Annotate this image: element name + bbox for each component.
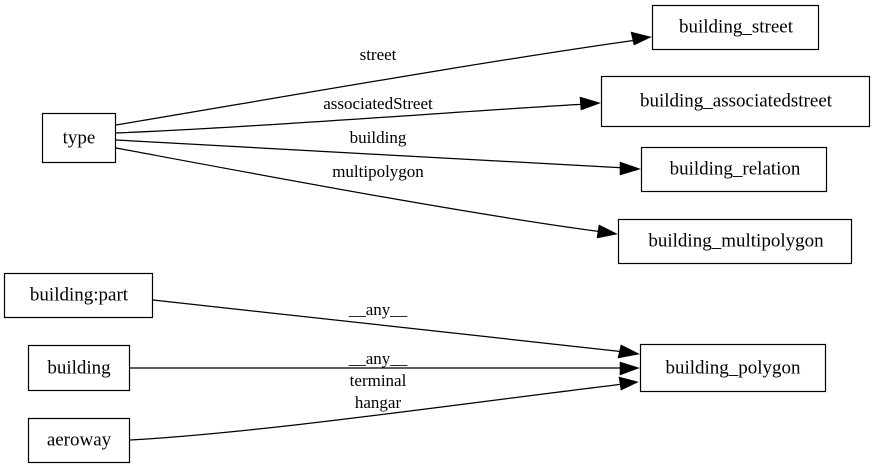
node-layer: type building_street building_associated… (3, 4, 871, 464)
node-aeroway[interactable]: aeroway (27, 417, 131, 464)
node-box (27, 344, 131, 392)
node-label: building:part (30, 284, 129, 305)
arrowhead-icon (619, 161, 641, 176)
node-building-associatedstreet[interactable]: building_associatedstreet (600, 75, 871, 128)
edge-label-multipolygon: multipolygon (332, 162, 424, 181)
node-label: building_polygon (665, 357, 801, 378)
node-building-relation[interactable]: building_relation (640, 146, 828, 193)
edge-type-building_relation[interactable] (115, 139, 641, 176)
node-building-multipolygon[interactable]: building_multipolygon (617, 218, 853, 265)
node-box (651, 4, 820, 51)
node-box (3, 272, 154, 319)
edge-path (115, 139, 627, 169)
node-label: aeroway (47, 429, 112, 450)
node-box (639, 343, 827, 393)
arrowhead-icon (618, 376, 639, 391)
edge-label-street: street (360, 45, 397, 64)
arrowhead-icon (617, 344, 640, 359)
edge-path (129, 383, 625, 441)
edge-path (115, 39, 638, 126)
node-building-polygon[interactable]: building_polygon (639, 343, 827, 393)
edge-layer (115, 31, 652, 441)
node-building[interactable]: building (27, 344, 131, 392)
edge-path (115, 147, 604, 233)
edge-label-any-building: __any__ (348, 349, 408, 368)
edge-type-building_multipolygon[interactable] (115, 147, 618, 239)
node-label: building_associatedstreet (640, 90, 833, 111)
edge-path (152, 299, 626, 353)
node-type[interactable]: type (41, 112, 117, 164)
edge-aeroway-building_polygon[interactable] (129, 376, 639, 441)
node-box (617, 218, 853, 265)
node-box (600, 75, 871, 128)
arrowhead-icon (596, 224, 618, 239)
arrowhead-icon (579, 96, 601, 111)
edge-label-terminal: terminal (350, 371, 407, 390)
edge-path (115, 103, 587, 134)
node-label: building_street (679, 16, 794, 37)
node-box (27, 417, 131, 464)
node-building-part[interactable]: building:part (3, 272, 154, 319)
node-label: building_relation (670, 158, 801, 179)
node-label: building_multipolygon (648, 230, 824, 251)
edge-building_part-building_polygon[interactable] (152, 299, 640, 359)
edge-type-building_street[interactable] (115, 31, 652, 126)
node-box (41, 112, 117, 164)
edge-type-building_associatedstreet[interactable] (115, 96, 601, 134)
edge-building-building_polygon[interactable] (130, 361, 640, 376)
node-label: building (47, 357, 111, 378)
edge-label-layer: street associatedStreet building multipo… (323, 45, 433, 412)
edge-label-any-part: __any__ (348, 300, 408, 319)
arrowhead-icon (630, 31, 652, 46)
edge-label-building: building (350, 128, 407, 147)
arrowhead-icon (619, 361, 640, 376)
edge-label-hangar: hangar (355, 393, 402, 412)
edge-label-associatedstreet: associatedStreet (323, 94, 433, 113)
node-box (640, 146, 828, 193)
node-label: type (63, 127, 96, 148)
node-building-street[interactable]: building_street (651, 4, 820, 51)
